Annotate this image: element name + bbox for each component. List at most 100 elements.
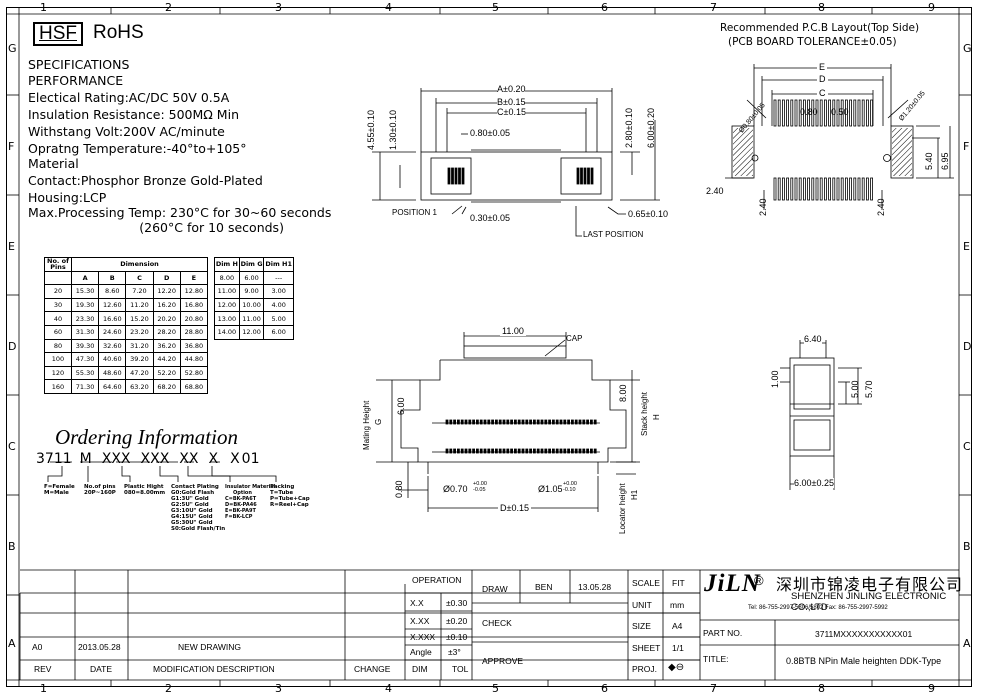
dim-600-end: 6.00±0.25 xyxy=(794,478,834,488)
drawing-frame xyxy=(6,7,972,687)
tb-tol: TOL xyxy=(452,664,469,674)
tb-proj: PROJ. xyxy=(632,664,658,674)
zone-label: D xyxy=(963,340,972,353)
tb-ben: BEN xyxy=(535,582,553,592)
dim-d015: D±0.15 xyxy=(498,503,531,513)
dim-b: B±0.15 xyxy=(497,97,526,107)
dim-695: 6.95 xyxy=(940,152,950,170)
dim-c: C±0.15 xyxy=(497,107,526,117)
table-cell: 160 xyxy=(44,379,72,394)
table-cell: 68.80 xyxy=(179,379,209,394)
dim-1100: 11.00 xyxy=(500,326,526,336)
zone-label: A xyxy=(963,637,971,650)
ordering-code-part: XX xyxy=(179,451,199,467)
tb-title-label: TITLE: xyxy=(703,654,729,664)
pcb-tolerance: (PCB BOARD TOLERANCE±0.05) xyxy=(728,36,897,48)
dim-600: 6.00±0.20 xyxy=(646,108,656,148)
tb-check: CHECK xyxy=(482,618,512,628)
dim-240-right: 2.40 xyxy=(876,198,886,216)
zone-label: 7 xyxy=(710,682,717,695)
projection-icon: ◆⊖ xyxy=(668,662,685,673)
zone-label: 2 xyxy=(165,1,172,14)
zone-label: A xyxy=(8,637,16,650)
dim-540: 5.40 xyxy=(924,152,934,170)
tb-mm: mm xyxy=(670,600,685,610)
tb-unit: UNIT xyxy=(632,600,652,610)
tol-phi070: +0.00 -0.05 xyxy=(473,481,487,493)
tb-dim: DIM xyxy=(412,664,428,674)
cap-label: CAP xyxy=(566,334,583,343)
zone-label: B xyxy=(8,540,16,553)
tb-operation: OPERATION xyxy=(412,575,462,585)
zone-label: 4 xyxy=(385,682,392,695)
zone-label: 2 xyxy=(165,682,172,695)
spec-line: Opratng Temperature:-40°to+105° xyxy=(28,141,247,156)
last-position-label: LAST POSITION xyxy=(583,230,644,239)
dim-570: 5.70 xyxy=(864,380,874,398)
dim-240-left: 2.40 xyxy=(706,186,724,196)
ordering-code-part: X xyxy=(208,451,219,467)
spec-line: (260°C for 10 seconds) xyxy=(28,220,284,235)
dim-130: 1.30±0.10 xyxy=(388,110,398,150)
dim-640: 6.40 xyxy=(804,334,822,344)
tb-t2: ±0.20 xyxy=(446,616,468,626)
tb-scale: SCALE xyxy=(632,578,660,588)
tb-part-label: PART NO. xyxy=(703,628,743,638)
registered-mark: ® xyxy=(754,573,764,588)
tb-mod: MODIFICATION DESCRIPTION xyxy=(153,664,275,674)
dim-pad-width: 0.50 xyxy=(831,107,849,117)
spec-line: Contact:Phosphor Bronze Gold-Plated xyxy=(28,173,263,188)
company-name-cn: 深圳市锦凌电子有限公司 xyxy=(776,575,964,594)
ordering-code-part: X xyxy=(230,451,240,467)
dim-phi105: Ø1.05 xyxy=(538,484,563,494)
spec-line: Housing:LCP xyxy=(28,190,107,205)
tb-x3: X.XXX xyxy=(410,632,436,642)
tb-x1: X.X xyxy=(410,598,424,608)
tb-rev-date: 2013.05.28 xyxy=(78,642,121,652)
spec-line: SPECIFICATIONS xyxy=(28,57,130,72)
dim-240-mid: 2.40 xyxy=(758,198,768,216)
tb-x2: X.XX xyxy=(410,616,430,626)
tb-part-no: 3711MXXXXXXXXXXX01 xyxy=(815,629,913,639)
dim-080-side: 0.80 xyxy=(394,480,404,498)
zone-label: E xyxy=(963,240,970,253)
tb-angle: Angle xyxy=(410,647,432,657)
stack-height-label: Stack height xyxy=(640,391,649,436)
tb-t3: ±0.10 xyxy=(446,632,468,642)
spec-line: Withstang Volt:200V AC/minute xyxy=(28,124,225,139)
dim-pad-pitch: 0.80 xyxy=(800,107,818,117)
tb-sheetv: 1/1 xyxy=(672,643,684,653)
table-cell: 14.00 xyxy=(214,324,240,340)
dim-phi070: Ø0.70 xyxy=(443,484,468,494)
zone-label: 5 xyxy=(492,682,499,695)
ordering-code-part: XXX xyxy=(101,451,131,467)
rohs-label: RoHS xyxy=(93,22,144,43)
table-cell: 12.80 xyxy=(179,284,209,299)
tb-a4: A4 xyxy=(672,621,683,631)
zone-label: 9 xyxy=(928,1,935,14)
ordering-title: Ordering Information xyxy=(55,425,238,449)
zone-label: D xyxy=(8,340,17,353)
zone-label: C xyxy=(8,440,16,453)
hsf-badge: HSF xyxy=(33,22,83,46)
dim-c-pcb: C xyxy=(817,88,828,98)
spec-line: Max.Processing Temp: 230°C for 30~60 sec… xyxy=(28,205,332,220)
tb-rev-a0: A0 xyxy=(32,642,43,652)
zone-label: 8 xyxy=(818,1,825,14)
zone-label: 8 xyxy=(818,682,825,695)
mating-height-label: Mating Height xyxy=(362,400,371,450)
zone-label: 3 xyxy=(275,682,282,695)
tb-rev-desc: NEW DRAWING xyxy=(178,642,241,652)
